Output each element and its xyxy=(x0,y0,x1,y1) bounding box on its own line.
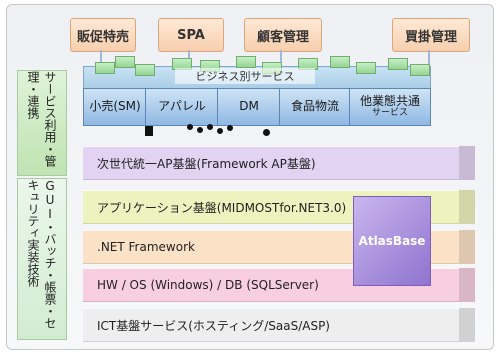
layer-hw-os-db-label: HW / OS (Windows) / DB (SQLServer) xyxy=(97,278,319,292)
module-cube xyxy=(115,56,135,68)
layer-ict-label: ICT基盤サービス(ホスティング/SaaS/ASP) xyxy=(97,318,330,333)
side-label-implementation: GUI・バッチ・帳票・セキュリティ実装技術 xyxy=(17,178,67,340)
layer-framework-label: 次世代統一AP基盤(Framework AP基盤) xyxy=(97,156,316,171)
module-cube xyxy=(95,62,115,74)
dots-cluster xyxy=(145,124,285,140)
service-box-promotion: 販促特売 xyxy=(70,18,136,52)
service-box-customer: 顧客管理 xyxy=(244,18,322,52)
connector xyxy=(428,50,430,66)
layer-side xyxy=(459,308,475,342)
module-cube xyxy=(135,64,155,76)
layer-framework: 次世代統一AP基盤(Framework AP基盤) xyxy=(83,146,459,180)
biz-box-food-logistics: 食品物流 xyxy=(279,88,351,126)
business-services-label: ビジネス別サービス xyxy=(175,68,315,84)
biz-box-retail: 小売(SM) xyxy=(83,88,147,126)
biz-box-apparel: アパレル xyxy=(145,88,219,126)
side-label-service: サービス利用・管理・連携 xyxy=(17,70,67,176)
module-cube xyxy=(388,58,408,70)
layer-side xyxy=(459,268,475,302)
module-cube xyxy=(410,64,430,76)
module-cube xyxy=(330,56,350,68)
biz-box-common-sublabel: サービス xyxy=(371,107,408,118)
biz-box-common: 他業態共通 サービス xyxy=(349,88,431,126)
connector xyxy=(280,50,282,66)
layer-application-label: アプリケーション基盤(MIDMOSTfor.NET3.0) xyxy=(97,200,347,215)
layer-side xyxy=(459,190,475,224)
module-cube xyxy=(356,62,376,74)
layer-side xyxy=(459,146,475,180)
connector xyxy=(100,50,102,66)
service-box-payables: 買掛管理 xyxy=(392,18,470,52)
layer-dotnet-label: .NET Framework xyxy=(97,240,195,254)
layer-side xyxy=(459,230,475,264)
biz-box-common-label: 他業態共通 xyxy=(359,94,420,109)
service-box-spa: SPA xyxy=(158,18,224,52)
module-cube xyxy=(236,56,256,68)
atlasbase-block: AtlasBase xyxy=(353,196,431,286)
layer-ict: ICT基盤サービス(ホスティング/SaaS/ASP) xyxy=(83,308,459,342)
biz-box-dm: DM xyxy=(217,88,281,126)
